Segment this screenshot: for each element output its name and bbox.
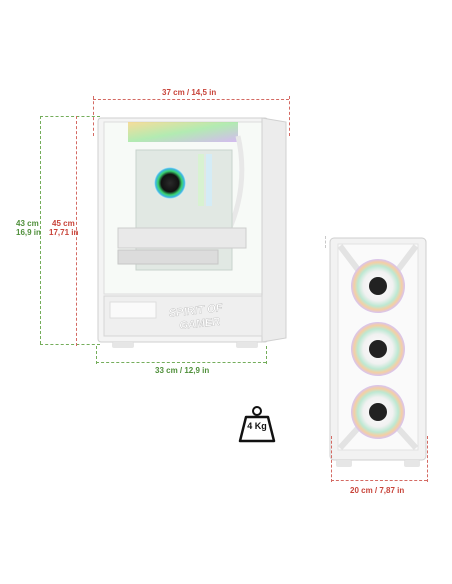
height-inner-label-cm: 45 cm xyxy=(52,219,75,228)
rgb-fan-icon xyxy=(351,322,405,376)
pump-rgb-icon xyxy=(154,167,186,199)
front-top-tick xyxy=(325,236,326,248)
width-tick-right xyxy=(427,436,428,482)
brand-logo-line1: SPIRIT OF xyxy=(168,302,223,320)
height-inner-label-in: 17,71 in xyxy=(49,228,79,237)
height-outer-tick-top xyxy=(40,116,100,117)
height-inner-line xyxy=(76,116,77,346)
width-tick-left xyxy=(331,436,332,482)
height-outer-label-cm: 43 cm xyxy=(16,219,39,228)
rgb-fan-icon xyxy=(351,385,405,439)
depth-top-label: 37 cm / 14,5 in xyxy=(162,88,217,97)
case-front-view xyxy=(329,237,427,467)
depth-bottom-tick-left xyxy=(96,346,97,364)
depth-top-line xyxy=(93,99,289,100)
height-outer-line xyxy=(40,116,41,344)
weight-label: 4 Kg xyxy=(247,421,267,431)
case-side-view: SPIRIT OF GAMER xyxy=(97,117,287,348)
weight-icon xyxy=(238,406,276,443)
brand-logo-line2: GAMER xyxy=(179,316,221,332)
depth-bottom-tick-right xyxy=(266,346,267,364)
width-label: 20 cm / 7,87 in xyxy=(350,486,405,495)
depth-bottom-line xyxy=(96,362,266,363)
height-outer-tick-bottom xyxy=(40,344,100,345)
width-line xyxy=(331,480,427,481)
rgb-fan-icon xyxy=(351,259,405,313)
weight-badge: 4 Kg xyxy=(238,405,276,443)
depth-top-tick-right xyxy=(289,96,290,136)
height-outer-label-in: 16,9 in xyxy=(16,228,41,237)
depth-bottom-label: 33 cm / 12,9 in xyxy=(155,366,210,375)
